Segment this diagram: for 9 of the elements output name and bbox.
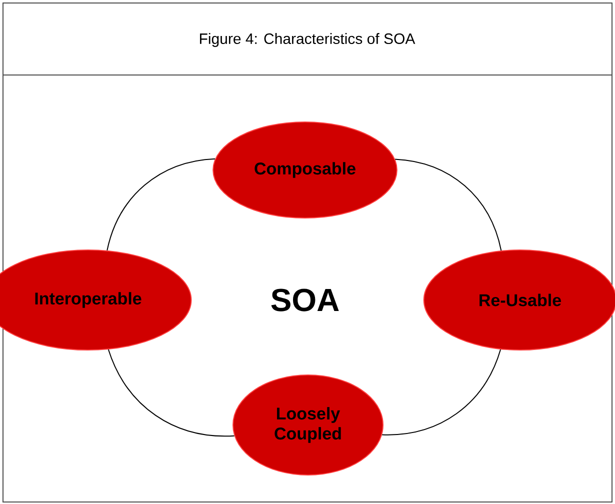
- ellipse-node: Composable: [212, 122, 398, 218]
- center-label: SOA: [271, 288, 339, 312]
- ellipse-node: Loosely Coupled: [232, 374, 384, 476]
- figure-title: Figure 4: Characteristics of SOA: [200, 33, 416, 47]
- connector-arc: [394, 158, 502, 251]
- ellipse-node: Re-Usable: [423, 250, 615, 350]
- connector-arc: [108, 349, 235, 437]
- connector-arc: [382, 348, 502, 436]
- connector-arc: [106, 158, 216, 251]
